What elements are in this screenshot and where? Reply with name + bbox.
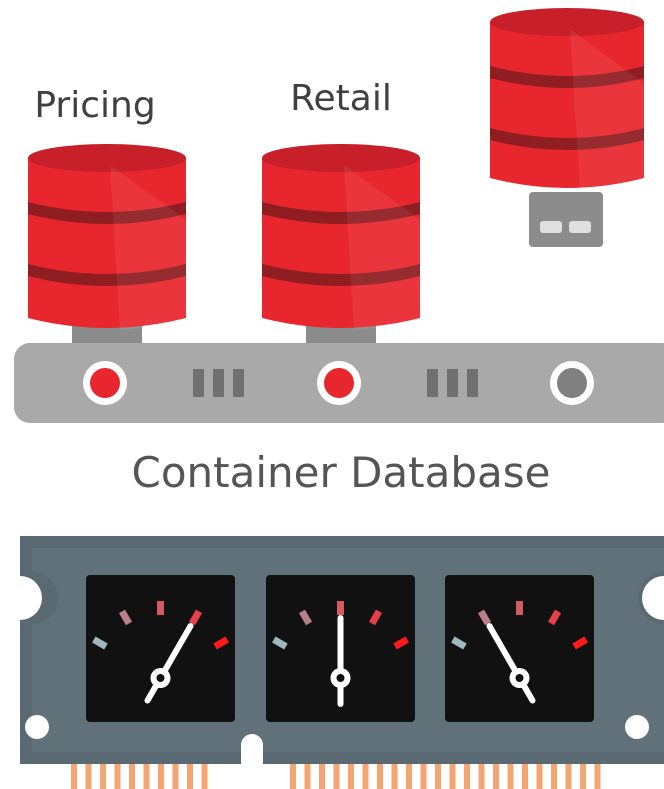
memory-pins-right <box>290 764 601 789</box>
memory-pin <box>478 764 485 789</box>
memory-pin <box>348 764 354 789</box>
status-light-3 <box>550 361 594 405</box>
retail-database-icon[interactable] <box>262 144 420 347</box>
gauge-tick <box>92 636 108 650</box>
gauge-tick <box>272 636 288 650</box>
container-database-label: Container Database <box>132 448 551 497</box>
memory-pin <box>362 764 369 789</box>
gauge-tick <box>393 636 409 650</box>
memory-pin <box>391 764 398 789</box>
usb-database-icon[interactable] <box>490 8 644 247</box>
memory-pin <box>565 764 572 789</box>
gauge-dial-icon <box>266 575 415 722</box>
gauge-tick <box>572 636 588 650</box>
gauge-tick <box>188 609 203 626</box>
retail-label: Retail <box>290 78 392 119</box>
memory-pin <box>580 764 586 789</box>
memory-pin <box>594 764 601 789</box>
memory-pin <box>464 764 470 789</box>
memory-pin <box>406 764 412 789</box>
memory-pin <box>187 764 193 789</box>
memory-pin <box>536 764 543 789</box>
memory-pin <box>420 764 427 789</box>
pricing-database-icon[interactable] <box>28 144 186 347</box>
memory-pin <box>290 764 296 789</box>
memory-pin <box>507 764 514 789</box>
gauge-tick <box>368 609 383 626</box>
memory-pin <box>143 764 150 789</box>
memory-pin <box>319 764 325 789</box>
gauge-tick <box>451 636 467 650</box>
memory-pin <box>435 764 441 789</box>
memory-pin <box>85 764 92 789</box>
memory-pin <box>304 764 311 789</box>
pricing-label: Pricing <box>34 85 155 126</box>
gauge-tick <box>298 609 313 626</box>
gauge-needle <box>144 623 194 704</box>
gauge-tick <box>477 609 492 626</box>
memory-pin <box>551 764 557 789</box>
gauge-needle <box>486 623 536 704</box>
memory-pin <box>493 764 499 789</box>
status-light-1 <box>83 361 127 405</box>
gauge-tick <box>118 609 133 626</box>
memory-pin <box>114 764 121 789</box>
gauge-panel <box>86 575 594 722</box>
memory-pin <box>201 764 208 789</box>
memory-pin <box>522 764 528 789</box>
memory-pin <box>100 764 106 789</box>
memory-pins-left <box>71 764 208 789</box>
memory-pin <box>449 764 456 789</box>
gauge-dial-icon <box>86 575 235 722</box>
memory-pin <box>71 764 77 789</box>
memory-pin <box>333 764 340 789</box>
memory-pin <box>129 764 135 789</box>
memory-pin <box>172 764 179 789</box>
memory-pin <box>158 764 164 789</box>
memory-pin <box>377 764 383 789</box>
gauge-tick <box>213 636 229 650</box>
gauge-dial-icon <box>445 575 594 722</box>
status-light-2 <box>317 361 361 405</box>
gauge-tick <box>547 609 562 626</box>
